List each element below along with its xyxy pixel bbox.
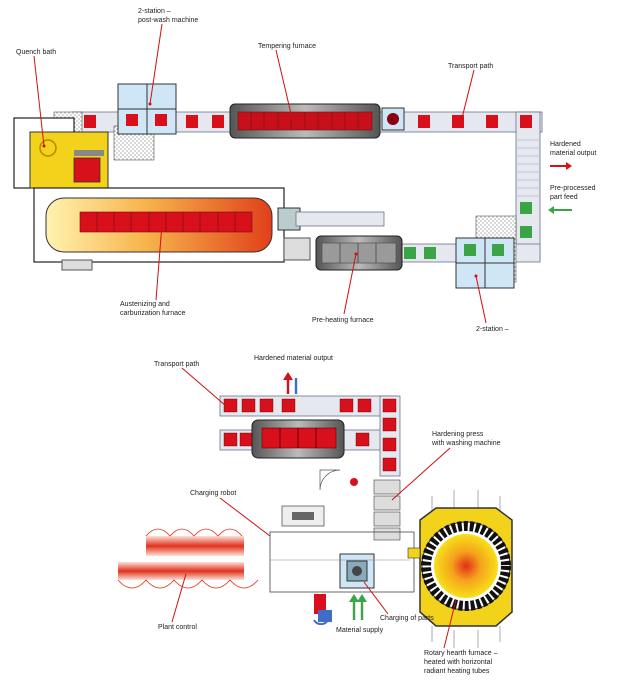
bottom-transport-parts bbox=[223, 398, 397, 472]
label-charging-of-parts: Charging of parts bbox=[380, 615, 434, 622]
bottom-plan: Transport path Hardened material output … bbox=[117, 355, 513, 675]
hardening-press bbox=[373, 479, 401, 541]
label-post-wash-line2: post-wash machine bbox=[138, 17, 198, 24]
label-transport-path-top: Transport path bbox=[448, 63, 493, 70]
label-post-wash-line1: 2-station – bbox=[138, 8, 171, 15]
feed-arrow-icon bbox=[548, 206, 572, 214]
label-transport-path-bottom: Transport path bbox=[154, 361, 199, 368]
label-tempering-furnace: Tempering furnace bbox=[258, 43, 316, 50]
label-hardened-line2: material output bbox=[550, 150, 596, 157]
plant-control-panels bbox=[117, 528, 259, 589]
label-hardened-output: Hardened material output bbox=[254, 355, 333, 362]
rotary-hearth-furnace bbox=[407, 490, 513, 648]
label-preheating-furnace: Pre-heating furnace bbox=[312, 317, 374, 324]
label-hardening-press-line1: Hardening press bbox=[432, 431, 484, 438]
label-rotary-line1: Rotary hearth furnace – bbox=[424, 650, 498, 657]
top-conveyor-parts bbox=[84, 115, 532, 128]
label-quench-bath: Quench bath bbox=[16, 49, 56, 56]
label-charging-robot: Charging robot bbox=[190, 490, 236, 497]
label-rotary-line2: heated with horizontal bbox=[424, 659, 493, 666]
feed-parts bbox=[404, 202, 532, 259]
label-feed-line1: Pre-processed bbox=[550, 185, 596, 192]
label-plant-control: Plant control bbox=[158, 624, 197, 631]
label-austenizing-line1: Austenizing and bbox=[120, 301, 170, 308]
hardened-output-arrow-icon bbox=[283, 372, 298, 394]
output-arrow-icon bbox=[550, 162, 572, 170]
tempering-furnace bbox=[229, 103, 381, 139]
label-austenizing-line2: carburization furnace bbox=[120, 310, 185, 317]
label-material-supply: Material supply bbox=[336, 627, 384, 634]
austenizing-furnace bbox=[33, 187, 285, 263]
preheating-furnace bbox=[315, 235, 403, 271]
material-supply-arrow-icon bbox=[349, 594, 367, 620]
label-feed-line2: part feed bbox=[550, 194, 578, 201]
bottom-tunnel-furnace bbox=[251, 419, 345, 459]
label-hardened-line1: Hardened bbox=[550, 141, 581, 148]
material-supply-cart bbox=[313, 594, 332, 626]
label-two-station: 2-station – bbox=[476, 326, 509, 333]
label-rotary-line3: radiant heating tubes bbox=[424, 668, 490, 675]
top-plan: 2-station – post-wash machine Quench bat… bbox=[13, 8, 596, 333]
label-hardening-press-line2: with washing machine bbox=[431, 440, 501, 447]
quench-bath-agitator bbox=[39, 139, 57, 157]
